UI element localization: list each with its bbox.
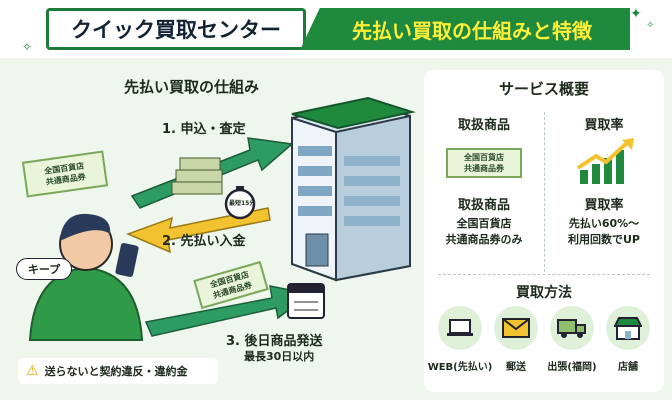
overview-panel: サービス概要 取扱商品 全国百貨店 共通商品券 取扱商品 全国百貨店 共通商品券… bbox=[424, 70, 664, 392]
laptop-icon bbox=[438, 306, 482, 350]
rate-label: 買取率 bbox=[584, 198, 624, 213]
methods-title: 買取方法 bbox=[516, 285, 572, 301]
products-label: 取扱商品 bbox=[457, 198, 510, 213]
truck-icon bbox=[550, 306, 594, 350]
timer-label: 最短15分 bbox=[229, 200, 256, 207]
sparkle-icon: ✧ bbox=[22, 40, 33, 54]
method-label-visit: 出張(福岡) bbox=[547, 362, 597, 373]
method-label-mail: 郵送 bbox=[506, 362, 526, 373]
flow-panel: 先払い買取の仕組み bbox=[0, 58, 420, 400]
envelope-icon bbox=[494, 306, 538, 350]
step-3-label: 3. 後日商品発送 bbox=[226, 334, 323, 349]
calendar-icon bbox=[287, 283, 325, 319]
flow-illustration bbox=[28, 96, 416, 341]
building-icon bbox=[291, 96, 416, 282]
rate-text-1: 先払い60%〜 bbox=[568, 217, 640, 230]
header-bar: クイック買取センター 先払い買取の仕組みと特徴 ✦ ✧ ✧ bbox=[0, 0, 672, 58]
sparkle-icon: ✦ bbox=[630, 6, 642, 22]
method-label-web: WEB(先払い) bbox=[427, 362, 493, 373]
rate-text-2: 利用回数でUP bbox=[568, 233, 640, 246]
voucher-text: 全国百貨店 bbox=[464, 153, 504, 162]
page-title: 先払い買取の仕組みと特徴 bbox=[300, 8, 630, 50]
rising-chart-icon bbox=[576, 138, 634, 184]
arrow-step2 bbox=[125, 207, 271, 254]
store-icon bbox=[606, 306, 650, 350]
divider bbox=[544, 112, 545, 272]
warning-icon: ⚠ bbox=[26, 363, 39, 379]
overview-title: サービス概要 bbox=[498, 80, 589, 98]
flow-title: 先払い買取の仕組み bbox=[124, 78, 260, 96]
cash-icon bbox=[171, 157, 223, 195]
method-label-store: 店舗 bbox=[618, 362, 638, 373]
person-icon bbox=[28, 213, 144, 341]
products-text-1: 全国百貨店 bbox=[456, 217, 512, 230]
warning-text: 送らないと契約違反・違約金 bbox=[44, 365, 188, 378]
step-3-sub: 最長30日以内 bbox=[244, 350, 315, 363]
sparkle-icon: ✧ bbox=[646, 20, 655, 31]
rate-title: 買取率 bbox=[584, 118, 624, 133]
products-title: 取扱商品 bbox=[457, 118, 510, 133]
company-title: クイック買取センター bbox=[46, 8, 306, 50]
divider bbox=[438, 274, 650, 275]
speech-bubble: キープ bbox=[16, 258, 72, 280]
voucher-image-right: 全国百貨店 共通商品券 bbox=[446, 148, 522, 178]
products-text-2: 共通商品券のみ bbox=[445, 233, 523, 246]
warning-box: ⚠ 送らないと契約違反・違約金 bbox=[18, 358, 218, 384]
voucher-text: 共通商品券 bbox=[464, 164, 504, 173]
step-2-label: 2. 先払い入金 bbox=[162, 234, 246, 249]
stopwatch-icon bbox=[224, 186, 256, 220]
step-1-label: 1. 申込・査定 bbox=[162, 122, 246, 137]
